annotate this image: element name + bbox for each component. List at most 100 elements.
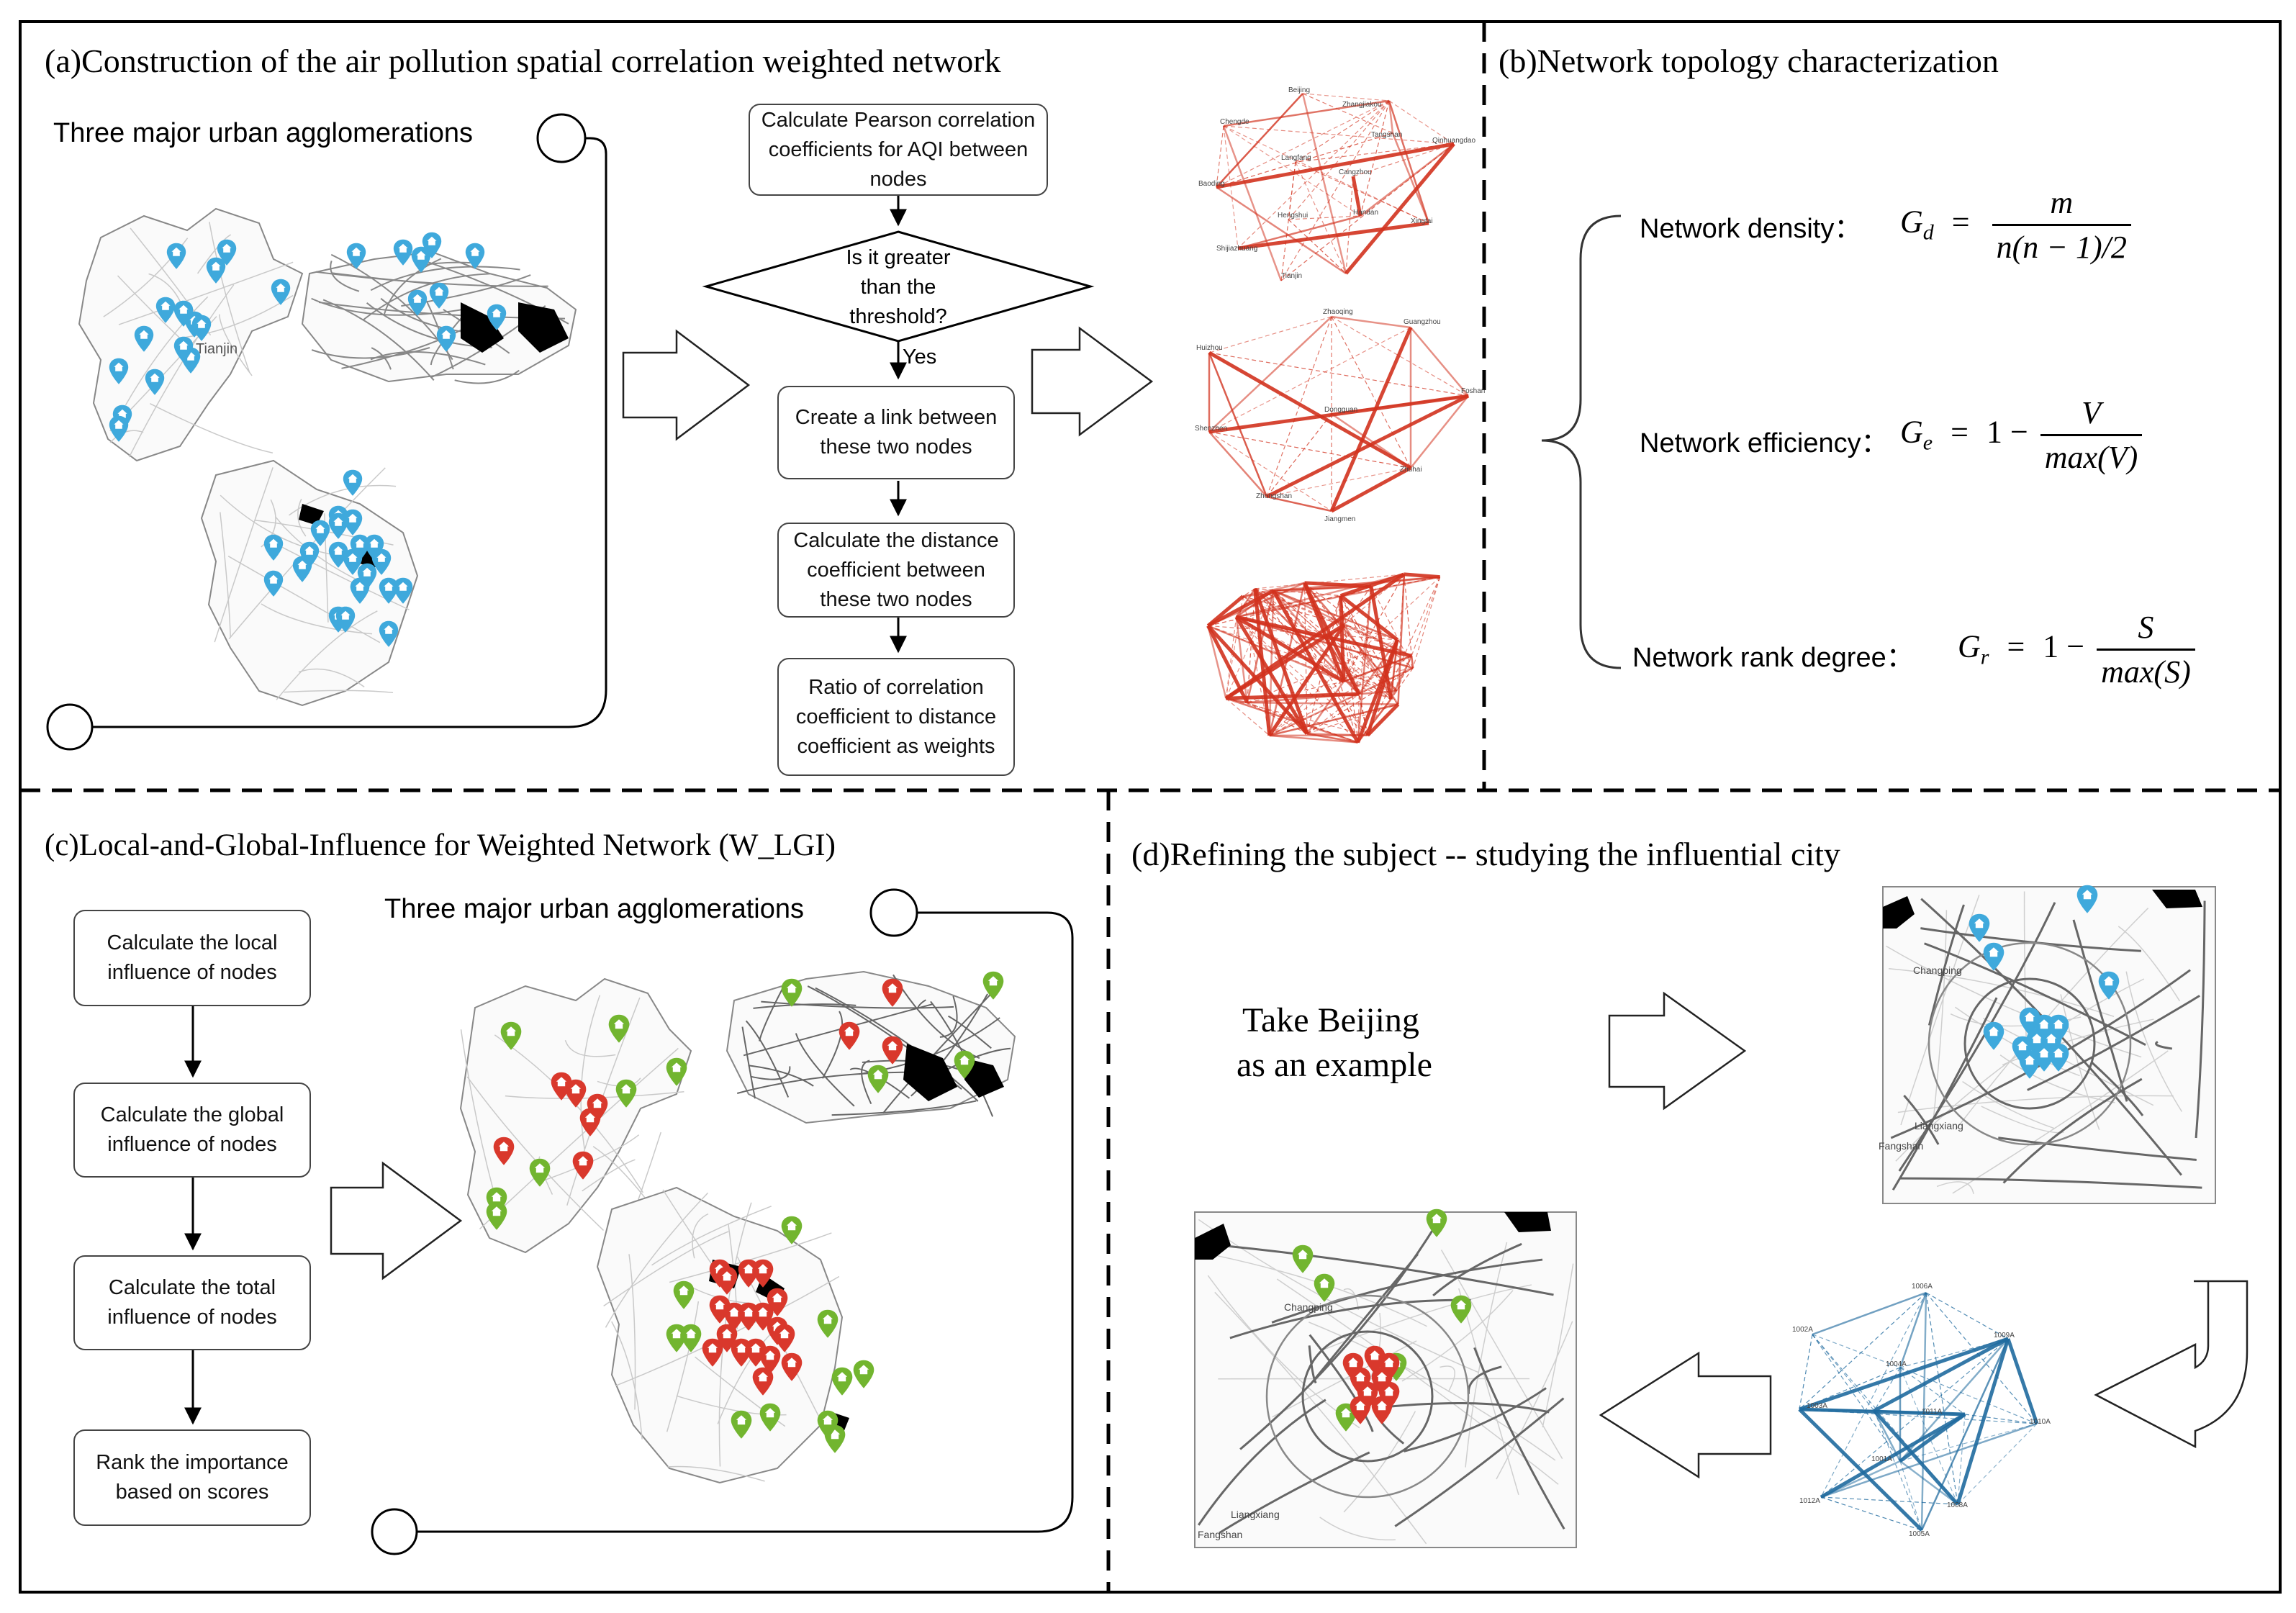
- hollow-arrows: [330, 326, 2248, 1479]
- network-labels: BeijingZhangjiakouChengdeTangshanQinhuan…: [1195, 86, 2051, 1538]
- network-a1-label-5: Langfang: [1281, 154, 1311, 162]
- curly-brace: [1541, 214, 1622, 669]
- panel-c-title: (c)Local-and-Global-Influence for Weight…: [45, 828, 836, 862]
- flow-a-decision-text: Is it greater than the threshold?: [846, 246, 951, 328]
- rank-lhs: G: [1958, 628, 1981, 664]
- flow-a-pearson-step: Calculate Pearson correlation coefficien…: [749, 104, 1048, 196]
- network-d-label-2: 1009A: [1994, 1332, 2015, 1339]
- map-c-jingjinji: [459, 977, 692, 1254]
- network-a2-label-4: Dongguan: [1324, 406, 1357, 414]
- networks-layer: [1206, 93, 2039, 1532]
- flowchart-a-lines: [702, 196, 1095, 654]
- maps-layer: [78, 207, 2216, 1548]
- network-density-label: Network density：: [1640, 214, 1862, 244]
- density-equals: =: [1951, 204, 1970, 240]
- network-a2-label-2: Huizhou: [1196, 344, 1223, 352]
- map-c-prd-water: [903, 1044, 1004, 1101]
- network-efficiency-label: Network efficiency：: [1640, 428, 1889, 458]
- map-a-yrd: [200, 459, 419, 707]
- flow-c-rank-step: Rank the importance based on scores: [73, 1429, 311, 1526]
- map-d-ring-2: [1927, 941, 2132, 1146]
- network-d-label-9: 1008A: [1947, 1501, 1968, 1509]
- map-a-yrd-water: [299, 504, 389, 569]
- map-label-liangxiang-2: Liangxiang: [1231, 1509, 1280, 1520]
- agglomeration-bracket-a: [46, 113, 607, 751]
- rank-one: 1 −: [2043, 628, 2085, 664]
- flow-a-distance-step: Calculate the distance coefficient betwe…: [777, 523, 1015, 618]
- rank-sub: r: [1980, 645, 1989, 669]
- flow-a-weight-step: Ratio of correlation coefficient to dist…: [777, 658, 1015, 776]
- network-a1-label-12: Tianjin: [1281, 272, 1302, 280]
- network-a1-label-2: Chengde: [1220, 118, 1249, 126]
- density-lhs: G: [1900, 204, 1923, 240]
- map-d-top-water: [1883, 890, 2202, 929]
- map-d2-ring-2: [1265, 1294, 1470, 1499]
- density-numerator: m: [2050, 185, 2074, 220]
- network-d-label-5: 1003A: [1807, 1402, 1827, 1410]
- panel-b-title: (b)Network topology characterization: [1499, 42, 1999, 79]
- flow-c-total-step: Calculate the total influence of nodes: [73, 1255, 311, 1350]
- network-a1-label-6: Cangzhou: [1339, 168, 1372, 176]
- map-d2-ring-1: [1301, 1330, 1434, 1463]
- network-a2-label-3: Foshan: [1461, 387, 1485, 395]
- efficiency-sub: e: [1922, 430, 1933, 455]
- map-label-tianjin: Tianjin: [196, 341, 238, 357]
- map-label-fangshan-2: Fangshan: [1198, 1529, 1243, 1540]
- panel-d-title: (d)Refining the subject -- studying the …: [1131, 836, 1840, 872]
- map-label-fangshan: Fangshan: [1879, 1140, 1924, 1152]
- map-d2-roads-main: [1197, 1224, 1565, 1535]
- map-marker-c-green-16: [831, 1367, 853, 1396]
- network-d-label-1: 1002A: [1792, 1326, 1813, 1334]
- density-sub: d: [1922, 220, 1934, 245]
- network-d-edges: [1798, 1291, 2039, 1532]
- network-a1-label-10: Xingtai: [1411, 217, 1433, 225]
- network-a1-label-9: Handan: [1353, 209, 1378, 217]
- network-a1-label-8: Hengshui: [1278, 212, 1308, 220]
- efficiency-numerator: V: [2082, 395, 2101, 430]
- efficiency-lhs: G: [1900, 414, 1923, 450]
- agglomerations-label-a: Three major urban agglomerations: [53, 118, 473, 148]
- example-line-2: as an example: [1237, 1046, 1432, 1084]
- flow-c-local-step: Calculate the local influence of nodes: [73, 910, 311, 1006]
- map-d-roads-light: [1886, 891, 2183, 1194]
- example-line-1: Take Beijing: [1242, 1001, 1419, 1039]
- density-denominator: n(n − 1)/2: [1992, 224, 2131, 266]
- arrow-d-curve: [2094, 1280, 2248, 1449]
- map-label-liangxiang: Liangxiang: [1915, 1120, 1963, 1131]
- network-a2-label-8: Jiangmen: [1324, 515, 1355, 523]
- arrow-d1: [1608, 991, 1747, 1111]
- network-d-label-10: 1005A: [1909, 1530, 1930, 1538]
- rank-denominator: max(S): [2097, 649, 2195, 690]
- network-a1-label-7: Baoding: [1198, 180, 1225, 188]
- network-a2-label-7: Zhongshan: [1256, 492, 1292, 500]
- map-a-jingjinji: [78, 207, 304, 462]
- network-rank-label: Network rank degree：: [1632, 643, 1914, 673]
- arrow-a2: [1031, 326, 1154, 437]
- map-a-prd-water: [461, 302, 569, 353]
- arrow-a1: [622, 329, 751, 441]
- network-a2-label-6: Zhuhai: [1400, 466, 1422, 474]
- network-a1-label-11: Shijiazhuang: [1216, 245, 1257, 253]
- network-a2-edges: [1208, 315, 1470, 513]
- efficiency-equals: =: [1951, 414, 1969, 450]
- network-d-label-7: 1001A: [1871, 1455, 1892, 1463]
- efficiency-denominator: max(V): [2040, 434, 2143, 476]
- arrow-d2: [1599, 1351, 1772, 1479]
- flow-a-link-step: Create a link between these two nodes: [777, 386, 1015, 479]
- network-a2-label-1: Guangzhou: [1404, 318, 1441, 326]
- map-label-changping: Changping: [1913, 964, 1962, 976]
- map-c-prd: [726, 970, 1016, 1124]
- network-a2-label-0: Zhaoqing: [1323, 308, 1353, 316]
- agglomeration-bracket-c: [371, 888, 1074, 1555]
- network-d-label-4: 1011A: [1922, 1408, 1943, 1416]
- rank-equals: =: [2007, 628, 2025, 664]
- network-d-label-6: 1010A: [2030, 1418, 2051, 1426]
- outer-frame: [19, 20, 2282, 1594]
- network-a3-edges: [1206, 572, 1441, 744]
- rank-numerator: S: [2138, 610, 2154, 645]
- map-marker-a-24: [343, 469, 363, 496]
- agglomerations-label-c: Three major urban agglomerations: [384, 894, 804, 924]
